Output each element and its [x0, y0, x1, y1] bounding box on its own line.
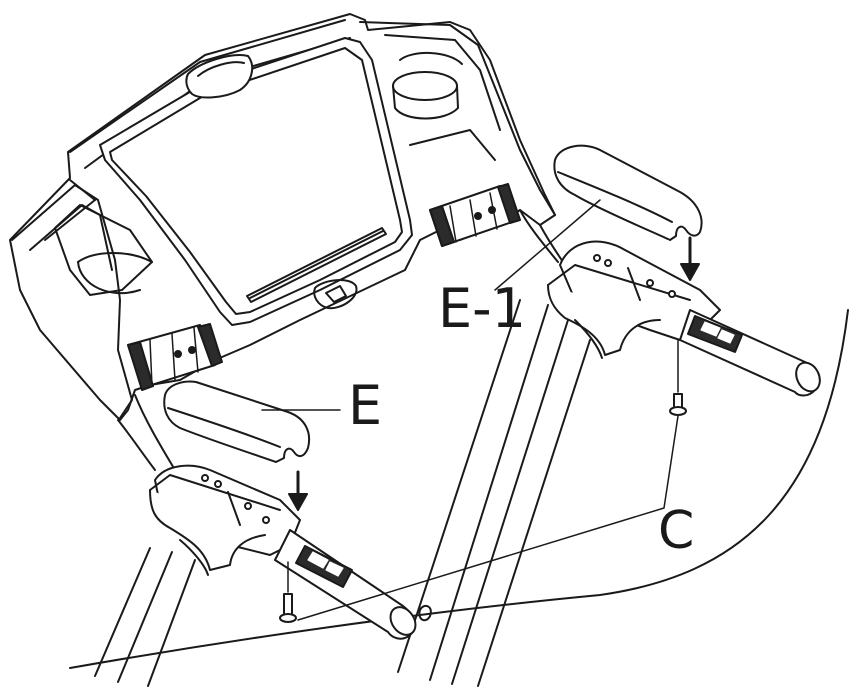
base-curve — [69, 309, 849, 669]
cover-e — [163, 380, 310, 463]
cover-e1 — [553, 144, 703, 241]
leader-c — [297, 415, 679, 621]
leader-e1 — [494, 199, 601, 291]
right-handlebar-assembly — [547, 240, 821, 397]
arrow-down-e1-icon — [680, 236, 700, 281]
arrow-down-e-icon — [288, 470, 308, 511]
cover-e-edge — [167, 407, 281, 448]
console-badge-inner — [197, 61, 245, 77]
callout-c: C — [658, 501, 695, 561]
right-upper-handlebar — [429, 183, 566, 266]
cover-e1-edge — [557, 171, 673, 223]
screw-c-right — [669, 339, 687, 416]
frame-uprights — [94, 299, 591, 687]
callout-e1: E-1 — [438, 277, 526, 340]
screw-c-left — [279, 561, 297, 623]
left-upper-handlebar — [117, 323, 223, 471]
left-handlebar-assembly — [149, 464, 417, 640]
console-badge — [185, 54, 254, 99]
callout-e: E — [348, 374, 383, 437]
display-panel — [99, 37, 413, 326]
